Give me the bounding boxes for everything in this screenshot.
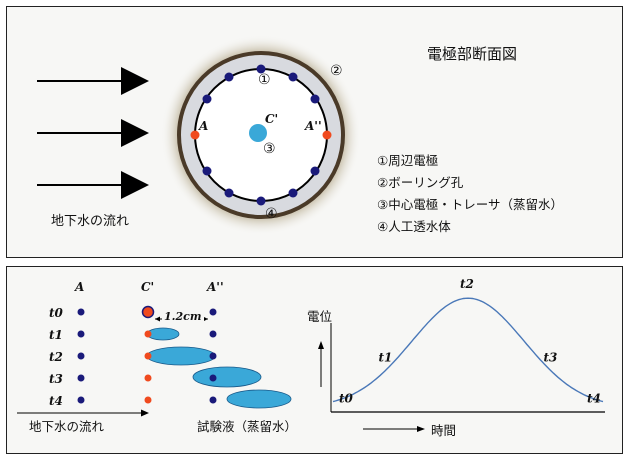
point-a-label: A	[198, 119, 208, 133]
electrode	[256, 64, 266, 74]
tracer-flow-label: 地下水の流れ	[29, 419, 105, 434]
electrode-a	[190, 130, 200, 140]
tracer-svg: A C' A'' t0 t1 t2 t3 t4	[17, 277, 605, 438]
distance-label-bg	[162, 310, 204, 323]
legend: ①周辺電極 ②ボーリング孔 ③中心電極・トレーサ（蒸留水） ④人工透水体	[377, 153, 563, 234]
point-a2-label: A''	[304, 119, 322, 133]
electrode	[209, 330, 217, 338]
flow-arrows	[37, 67, 149, 199]
distance-label: 1.2cm	[164, 310, 201, 323]
curve-point-label-t3: t3	[544, 350, 558, 364]
marker-3: ③	[263, 141, 276, 157]
header-a2: A''	[206, 280, 224, 294]
distance-annotation: 1.2cm	[155, 310, 208, 323]
solution-label: 試験液（蒸留水）	[197, 419, 297, 434]
electrode	[202, 166, 212, 176]
center-electrode	[144, 352, 152, 360]
column-a2-electrodes	[209, 308, 217, 404]
column-a-electrodes	[77, 308, 85, 404]
flow-label: 地下水の流れ	[51, 214, 129, 229]
electrode	[224, 72, 234, 82]
electrode	[209, 374, 217, 382]
electrode	[310, 94, 320, 104]
electrode	[288, 188, 298, 198]
plume-t3	[192, 366, 262, 388]
flow-arrow-head	[141, 409, 149, 417]
potential-chart: 電位 時間 t0 t1 t2 t3 t4	[307, 277, 605, 438]
electrode	[77, 374, 85, 382]
section-title: 電極部断面図	[427, 45, 517, 63]
legend-item-2: ②ボーリング孔	[377, 175, 464, 190]
tracer-plumes	[146, 327, 292, 409]
point-labels: t0 t1 t2 t3 t4	[339, 277, 601, 405]
x-indicator-arrow	[417, 426, 425, 432]
plume-t2	[146, 346, 216, 366]
curve-point-label-t1: t1	[379, 350, 393, 364]
center-electrode-t0	[141, 305, 155, 319]
marker-4: ④	[265, 206, 278, 222]
time-label-t0: t0	[49, 306, 64, 320]
cross-section-panel: 地下水の流れ A C' A'' ① ② ③ ④ 電極部断	[6, 6, 623, 258]
electrode	[256, 196, 266, 206]
electrode	[288, 72, 298, 82]
x-axis-label: 時間	[431, 423, 456, 438]
curve-point-label-t0: t0	[339, 392, 354, 406]
time-label-t4: t4	[49, 394, 63, 408]
distance-arrow-left	[155, 316, 160, 322]
electrode	[202, 94, 212, 104]
curve-point-label-t4: t4	[587, 392, 601, 406]
center-electrode	[144, 374, 152, 382]
potential-curve	[332, 297, 604, 403]
time-labels: t0 t1 t2 t3 t4	[49, 306, 64, 408]
legend-item-1: ①周辺電極	[377, 153, 438, 168]
header-c: C'	[141, 280, 154, 294]
y-axis-label: 電位	[307, 309, 332, 324]
electrode	[77, 352, 85, 360]
time-label-t3: t3	[49, 372, 63, 386]
plume-t4	[226, 389, 292, 409]
electrode	[77, 396, 85, 404]
electrode	[77, 308, 85, 316]
time-label-t2: t2	[49, 350, 63, 364]
electrode	[77, 330, 85, 338]
y-indicator-arrow	[318, 341, 324, 349]
marker-2: ②	[330, 63, 343, 79]
electrode	[224, 188, 234, 198]
electrode-a2	[322, 130, 332, 140]
electrode	[209, 352, 217, 360]
electrode	[310, 166, 320, 176]
curve-point-label-t2: t2	[460, 277, 474, 291]
center-electrode	[249, 124, 267, 142]
header-a: A	[74, 280, 84, 294]
point-c-label: C'	[265, 112, 278, 126]
column-c-electrodes	[141, 305, 155, 404]
time-label-t1: t1	[49, 328, 63, 342]
electrode	[209, 396, 217, 404]
legend-item-3: ③中心電極・トレーサ（蒸留水）	[377, 197, 563, 212]
peripheral-electrodes	[190, 64, 332, 206]
tracer-panel: A C' A'' t0 t1 t2 t3 t4	[6, 266, 623, 454]
tracer-flow-arrow	[17, 409, 149, 417]
distance-arrow-right	[203, 316, 208, 322]
flow-arrow-head-2	[121, 119, 149, 147]
center-electrode	[144, 330, 152, 338]
flow-arrow-head-1	[121, 67, 149, 95]
flow-arrow-head-3	[121, 171, 149, 199]
center-electrode	[144, 396, 152, 404]
marker-1: ①	[258, 72, 271, 88]
electrode	[209, 308, 217, 316]
plume-t1	[146, 327, 180, 341]
cross-section-svg: 地下水の流れ A C' A'' ① ② ③ ④ 電極部断	[37, 35, 563, 235]
legend-item-4: ④人工透水体	[377, 219, 451, 234]
